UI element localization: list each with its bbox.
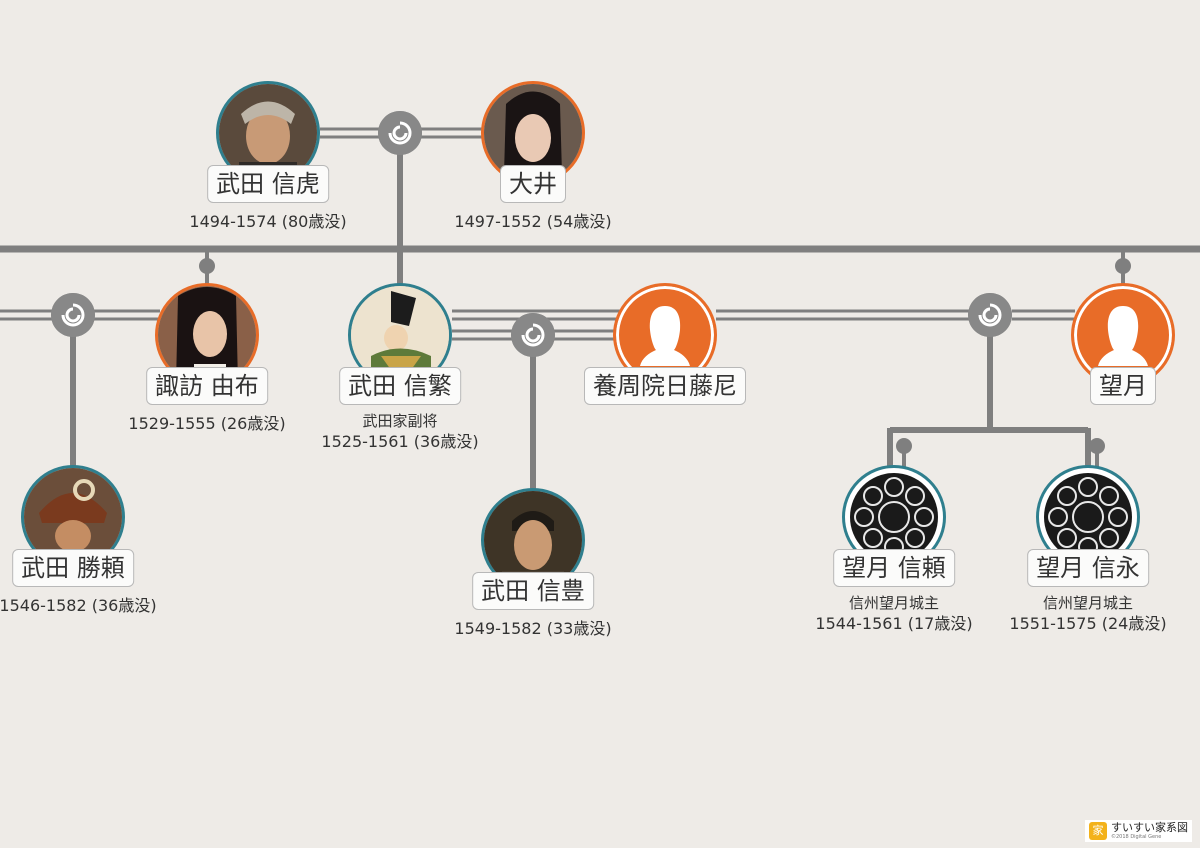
marriage-line-nobutora-ooi	[320, 127, 482, 139]
portrait-suwa-yufu	[155, 283, 259, 387]
person-name: 養周院日藤尼	[584, 367, 746, 405]
marriage-knot-icon	[511, 313, 555, 357]
person-dates: 1494-1574 (80歳没)	[189, 212, 347, 231]
portrait-ooi	[481, 81, 585, 185]
person-name: 武田 信繁	[339, 367, 461, 405]
marriage-line-katsuyori-parents	[0, 309, 160, 321]
person-name: 武田 勝頼	[12, 549, 134, 587]
person-name: 武田 信豊	[472, 572, 594, 610]
marriage-knot-icon	[968, 293, 1012, 337]
person-dates: 1544-1561 (17歳没)	[815, 614, 973, 633]
person-name: 望月 信永	[1027, 549, 1149, 587]
marriage-knot-icon	[378, 111, 422, 155]
person-name: 望月	[1090, 367, 1156, 405]
logo-text: すいすい家系図	[1111, 821, 1188, 834]
person-name: 大井	[500, 165, 566, 203]
app-logo[interactable]: 家 すいすい家系図 ©2018 Digital Gene	[1085, 820, 1192, 842]
person-title: 武田家副将	[362, 412, 438, 430]
logo-copyright: ©2018 Digital Gene	[1111, 834, 1162, 840]
person-dates: 1549-1582 (33歳没)	[454, 619, 612, 638]
person-title: 信州望月城主	[1042, 594, 1134, 612]
person-dates: 1551-1575 (24歳没)	[1009, 614, 1167, 633]
person-dates: 1546-1582 (36歳没)	[0, 596, 157, 615]
family-tree-logo-icon: 家	[1089, 822, 1107, 840]
marriage-knot-icon	[51, 293, 95, 337]
person-name: 望月 信頼	[833, 549, 955, 587]
person-name: 諏訪 由布	[146, 367, 268, 405]
person-dates: 1525-1561 (36歳没)	[321, 432, 479, 451]
person-dates: 1497-1552 (54歳没)	[454, 212, 612, 231]
person-title: 信州望月城主	[848, 594, 940, 612]
person-dates: 1529-1555 (26歳没)	[128, 414, 286, 433]
marriage-line-nobushige-yoshuin	[452, 329, 614, 341]
person-name: 武田 信虎	[207, 165, 329, 203]
